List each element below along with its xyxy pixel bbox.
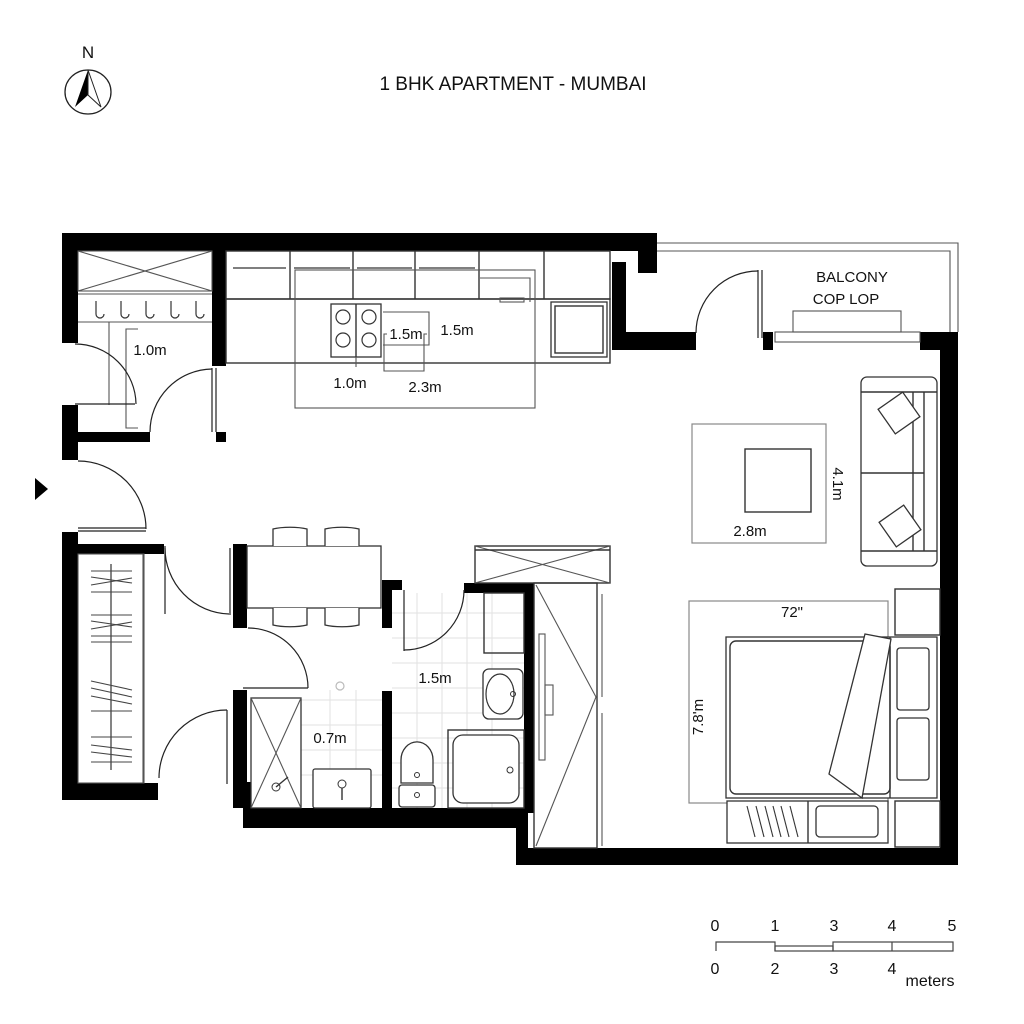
dim-bath-large: 1.5m [418,670,451,687]
foyer: 1.0m [74,250,217,532]
scale-bottom-0: 0 [711,961,720,978]
kitchen: 1.5m 1.5m 1.0m 2.3m [225,250,611,409]
bed-icon [725,588,941,848]
dim-bed-length: 7.8'm [690,699,707,735]
dim-rug-w: 2.8m [733,523,766,540]
scale-bottom-1: 2 [771,961,780,978]
dim-kitchen-depth: 1.0m [333,375,366,392]
coat-hooks-icon [95,301,205,319]
living-room: 2.8m 4.1m [691,376,938,567]
dim-bath-small: 0.7m [313,730,346,747]
scale-top-1: 1 [771,918,780,935]
north-label: N [82,43,94,62]
dining [77,526,382,784]
dim-foyer: 1.0m [133,342,166,359]
bedroom: 72" 7.8'm [474,545,941,849]
scale-unit: meters [906,973,955,990]
balcony-label: BALCONY [816,269,888,286]
dim-bed-width: 72" [781,604,803,621]
dim-kitchen-length: 2.3m [408,379,441,396]
walls [62,233,958,865]
north-arrow-icon: N [64,43,112,115]
scale-top-3: 4 [888,918,897,935]
dim-rug-h: 4.1m [829,467,846,500]
dim-stove-h: 1.5m [440,322,473,339]
balcony: BALCONY COP LOP [657,242,959,343]
scale-bar: 0 1 3 4 5 0 2 3 4 meters [711,918,957,990]
scale-top-4: 5 [948,918,957,935]
scale-top-2: 3 [830,918,839,935]
scale-top-0: 0 [711,918,720,935]
stove-icon [330,303,382,358]
entrance-arrow-icon [35,478,48,500]
scale-bottom-3: 4 [888,961,897,978]
hangers-icon [90,570,133,763]
plan-title: 1 BHK APARTMENT - MUMBAI [379,74,646,95]
dim-stove-w: 1.5m [389,326,422,343]
balcony-sublabel: COP LOP [813,291,879,308]
bathrooms: 0.7m 1.5m [250,589,525,809]
scale-bottom-2: 3 [830,961,839,978]
sofa-icon [860,376,938,567]
